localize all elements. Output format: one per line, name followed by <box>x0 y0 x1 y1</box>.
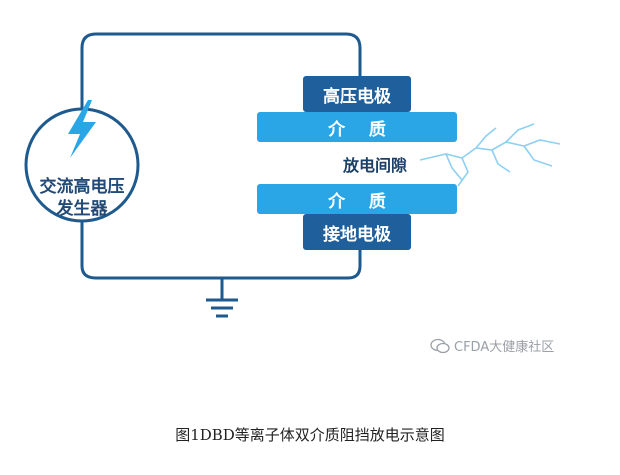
generator-circle <box>24 107 140 223</box>
high-voltage-electrode-label: 高压电极 <box>323 86 391 107</box>
discharge-gap-label: 放电间隙 <box>342 156 407 175</box>
high-voltage-electrode: 高压电极 <box>303 76 411 112</box>
generator-label-line2: 发生器 <box>56 199 108 219</box>
figure-caption: 图1DBD等离子体双介质阻挡放电示意图 <box>175 426 445 444</box>
dielectric-bottom: 介 质 <box>257 184 457 214</box>
plasma-discharge-icon <box>419 123 561 187</box>
ground-electrode: 接地电极 <box>303 214 411 250</box>
wechat-icon <box>430 338 450 353</box>
generator-label-line1: 交流高电压 <box>39 177 125 197</box>
generator-label: 交流高电压 发生器 <box>22 176 142 220</box>
lightning-bolt-icon <box>68 100 96 158</box>
ground-electrode-label: 接地电极 <box>323 224 391 245</box>
ground-symbol-icon <box>206 278 238 318</box>
dielectric-top: 介 质 <box>257 112 457 142</box>
dielectric-bottom-label: 介 质 <box>328 191 386 212</box>
watermark: CFDA大健康社区 <box>430 336 554 355</box>
watermark-text: CFDA大健康社区 <box>454 340 555 355</box>
dielectric-top-label: 介 质 <box>328 119 386 140</box>
